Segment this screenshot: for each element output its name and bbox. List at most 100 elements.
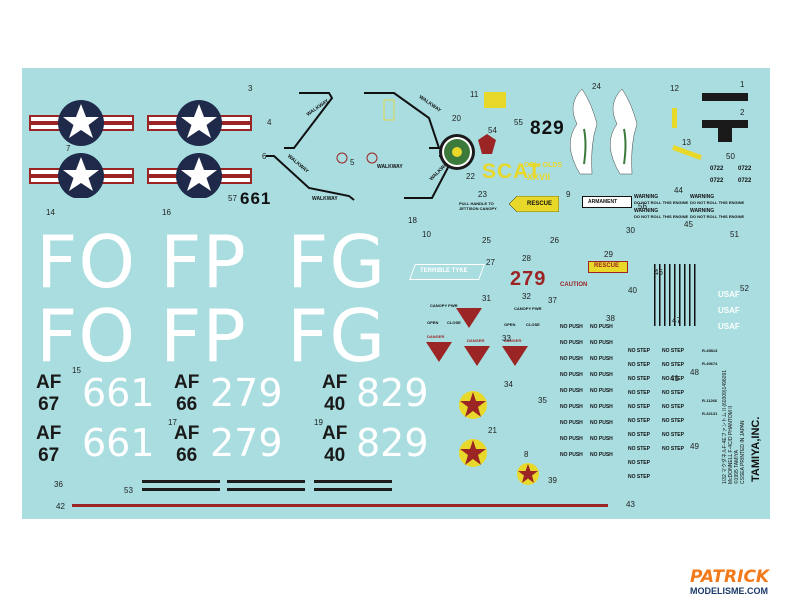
no-push-label: NO PUSH [560,324,583,330]
warning-sub: DO NOT ROLL THIS ENGINE [634,214,689,219]
decal-number: 55 [514,118,523,127]
open-label: OPEN [504,322,516,327]
warning-label: WARNING [634,194,659,200]
intake-marking [718,128,732,142]
decal-number: 50 [726,152,735,161]
intake-marking [702,93,748,101]
danger-label: DANGER [504,338,522,343]
warning-sub: DO NOT ROLL THIS ENGINE [690,214,745,219]
no-step-label: NO STEP [628,446,650,452]
decal-number: 31 [482,294,491,303]
decal-number: 56 [638,202,647,211]
decal-number: 11 [470,90,479,99]
no-push-label: NO PUSH [560,388,583,394]
tail-code: FG [287,294,387,378]
decal-number: 10 [422,230,431,239]
black-stripe [314,488,392,491]
watermark-title: PATRICK [690,567,770,587]
decal-number: 32 [522,292,531,301]
decal-number: 38 [606,314,615,323]
serial-279: 279 [210,371,283,415]
no-step-label: NO STEP [628,362,650,368]
owl-nose-art [570,88,638,175]
decal-number: 29 [604,250,613,259]
tail-code: FP [160,294,247,378]
decal-number: 5 [350,158,355,167]
decal-number: 25 [482,236,491,245]
decal-number: 40 [628,286,637,295]
danger-triangle [426,342,452,362]
watermark-subtitle: MODELISME.COM [690,586,768,596]
decal-number: 39 [548,476,557,485]
tail-code: FG [287,220,387,304]
no-push-label: NO PUSH [560,372,583,378]
decal-number: 15 [72,366,81,375]
no-push-column: NO PUSH NO PUSH NO PUSH NO PUSH NO PUSH … [590,324,660,468]
caution-label: CAUTION [560,282,588,288]
rescue-arrow [509,196,559,212]
decal-number: 16 [162,208,171,217]
black-stripe [227,488,305,491]
serial-661: 661 [82,371,155,415]
no-step-label: NO STEP [628,348,650,354]
warning-sub: DO NOT ROLL THIS ENGINE [634,200,689,205]
no-push-label: NO PUSH [590,372,613,378]
canopy-label: CANOPY PWR [514,306,542,311]
squadron-emblem [439,134,475,170]
no-push-label: NO PUSH [590,452,613,458]
no-push-label: NO PUSH [590,436,613,442]
usaf-label: USAF [718,306,740,315]
black-stripe [227,480,305,483]
decal-number: 20 [452,114,461,123]
decal-number: 48 [690,368,699,377]
scat-roman: XXVII [527,172,551,182]
decal-number: 9 [566,190,571,199]
decal-number: 27 [486,258,495,267]
canopy-label: CANOPY PWR [430,303,458,308]
decal-number: 6 [262,152,267,161]
scat-nose-art: SCAT [482,160,542,183]
decal-number: 54 [488,126,497,135]
placard-label: R-11266 [702,398,718,403]
decal-number: 17 [168,418,177,427]
no-step-label: NO STEP [628,460,650,466]
walkway-label: WALKWAY [312,196,338,202]
black-stripe [142,480,220,483]
serial-829-black: 829 [530,118,565,139]
warning-label: WARNING [690,208,715,214]
no-step-label: NO STEP [628,404,650,410]
black-stripe [142,488,220,491]
no-push-label: NO PUSH [590,404,613,410]
national-insignia [29,153,134,198]
rescue-placard [588,261,628,273]
serial-0722: 0722 [738,178,752,184]
no-step-label: NO STEP [628,432,650,438]
no-step-label: NO STEP [628,390,650,396]
rescue-label: RESCUE [527,201,553,207]
danger-triangle [464,346,490,366]
no-step-label: NO STEP [628,418,650,424]
warning-label: WARNING [634,208,659,214]
no-push-label: NO PUSH [560,452,583,458]
no-push-label: NO PUSH [560,404,583,410]
black-stripe [314,480,392,483]
tail-code: FO [36,220,137,304]
decal-number: 35 [538,396,547,405]
serial-0722: 0722 [710,178,724,184]
decal-number: 52 [740,284,749,293]
decal-number: 36 [54,480,63,489]
no-step-label: NO STEP [662,418,684,424]
danger-triangle [502,346,528,366]
decal-number: 8 [524,450,529,459]
usaf-label: USAF [718,290,740,299]
warning-label: WARNING [690,194,715,200]
no-step-label: NO STEP [662,446,684,452]
walkway-label: WALKWAY [377,164,403,170]
usaf-label: USAF [718,322,740,331]
insignia-group-right [147,100,252,198]
rescue-label: RESCUE [594,263,620,269]
